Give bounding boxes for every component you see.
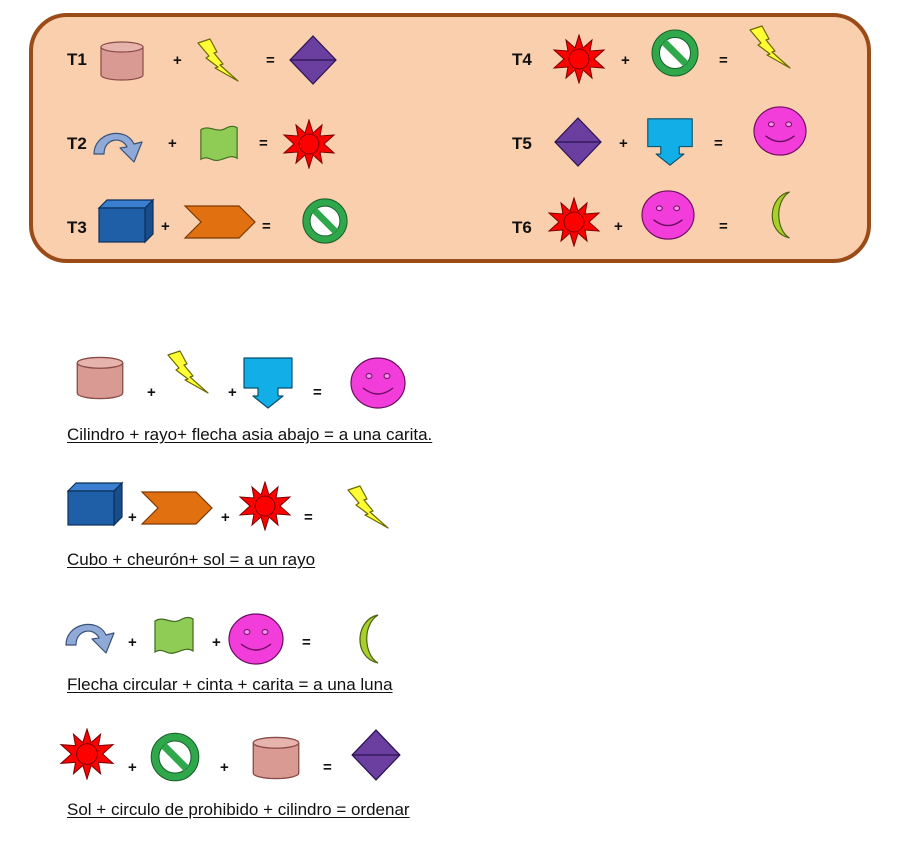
lightning-icon	[742, 24, 794, 70]
cube-icon	[97, 198, 155, 244]
down-arrow-icon	[645, 117, 695, 167]
cube-icon	[66, 481, 124, 527]
equals-sign: =	[719, 218, 728, 235]
equals-sign: =	[266, 52, 275, 69]
equals-sign: =	[714, 135, 723, 152]
plus-sign: +	[147, 384, 156, 401]
sun-icon	[281, 119, 337, 169]
sun-icon	[57, 728, 117, 780]
moon-icon	[348, 612, 386, 666]
cylinder-icon	[250, 735, 302, 781]
rule-label-t6: T6	[512, 218, 532, 237]
plus-sign: +	[221, 509, 230, 526]
exercise-caption: Cubo + cheurón+ sol = a un rayo	[67, 550, 316, 569]
rule-label-t4: T4	[512, 50, 532, 69]
smiley-icon	[348, 356, 408, 410]
exercise-caption: Cilindro + rayo+ flecha asia abajo = a u…	[67, 425, 433, 444]
sun-icon	[236, 481, 294, 531]
equals-sign: =	[719, 52, 728, 69]
equals-sign: =	[323, 759, 332, 776]
sun-icon	[551, 34, 607, 84]
moon-icon	[760, 190, 798, 240]
prohibited-icon	[646, 27, 704, 79]
rule-label-t2: T2	[67, 134, 87, 153]
rule-label-t1: T1	[67, 50, 87, 69]
ribbon-icon	[197, 123, 241, 165]
plus-sign: +	[161, 218, 170, 235]
plus-sign: +	[621, 52, 630, 69]
exercise-caption: Sol + circulo de prohibido + cilindro = …	[67, 800, 410, 819]
rule-label-t5: T5	[512, 134, 532, 153]
equals-sign: =	[259, 135, 268, 152]
down-arrow-icon	[241, 356, 295, 410]
prohibited-icon	[145, 730, 205, 784]
rules-panel	[29, 13, 871, 263]
exercise-caption: Flecha circular + cinta + carita = a una…	[67, 675, 393, 694]
plus-sign: +	[168, 135, 177, 152]
plus-sign: +	[128, 759, 137, 776]
equals-sign: =	[262, 218, 271, 235]
equals-sign: =	[313, 384, 322, 401]
plus-sign: +	[228, 384, 237, 401]
equals-sign: =	[304, 509, 313, 526]
plus-sign: +	[212, 634, 221, 651]
equals-sign: =	[302, 634, 311, 651]
smiley-icon	[639, 189, 697, 241]
lightning-icon	[160, 346, 212, 398]
cylinder-icon	[98, 40, 146, 82]
plus-sign: +	[128, 509, 137, 526]
circular-arrow-icon	[90, 124, 150, 166]
smiley-icon	[226, 612, 286, 666]
circular-arrow-icon	[62, 615, 122, 657]
diamond-icon	[288, 34, 338, 86]
diamond-icon	[350, 728, 402, 782]
lightning-icon	[340, 481, 392, 533]
chevron-icon	[183, 204, 257, 240]
plus-sign: +	[128, 634, 137, 651]
ribbon-icon	[152, 613, 196, 659]
prohibited-icon	[297, 196, 353, 246]
rule-label-t3: T3	[67, 218, 87, 237]
plus-sign: +	[619, 135, 628, 152]
plus-sign: +	[173, 52, 182, 69]
plus-sign: +	[614, 218, 623, 235]
sun-icon	[546, 197, 602, 247]
diamond-icon	[552, 116, 604, 168]
lightning-icon	[190, 37, 242, 83]
plus-sign: +	[220, 759, 229, 776]
chevron-icon	[140, 490, 214, 526]
cylinder-icon	[74, 355, 126, 401]
smiley-icon	[751, 105, 809, 157]
